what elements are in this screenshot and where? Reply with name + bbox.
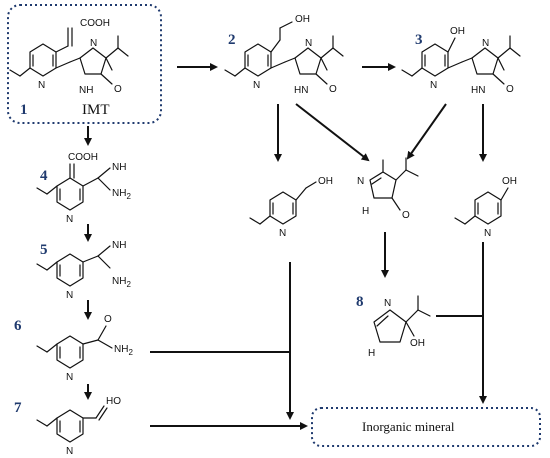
compound-5-nh2: NH2 [112, 276, 131, 289]
compound-6-n: N [66, 372, 73, 383]
inorganic-mineral-box [311, 407, 541, 447]
compound-8-hn: H [368, 348, 375, 359]
hydroxypyridine-structure [454, 187, 509, 225]
compound-3-structure [401, 35, 521, 85]
compound-8-n: N [384, 298, 391, 309]
inorganic-mineral-label: Inorganic mineral [362, 419, 455, 434]
compound-5-n: N [66, 290, 73, 301]
compound-3-nh: HN [471, 85, 485, 96]
compound-6-o: O [104, 314, 112, 325]
pyridinemethanol-oh: OH [318, 176, 333, 187]
compound-3-oh: OH [450, 26, 465, 37]
compound-2-n: N [253, 80, 260, 91]
compound-4-cooh: COOH [68, 152, 98, 163]
compound-2-o: O [329, 84, 337, 95]
compound-1-structure [9, 27, 129, 85]
compound-1-cooh: COOH [80, 18, 110, 29]
compound-3-number: 3 [415, 32, 423, 48]
compound-5-structure [36, 245, 111, 287]
compound-4-nh2: NH2 [112, 188, 131, 201]
compound-6-nh2: NH2 [114, 344, 133, 357]
compound-4-n: N [66, 214, 73, 225]
compound-4-structure [36, 163, 111, 211]
compound-6-structure [36, 325, 113, 369]
compound-3-n: N [430, 80, 437, 91]
arrow-3-to-imidazolone [406, 103, 447, 160]
compound-4-number: 4 [40, 168, 48, 184]
compound-5-number: 5 [40, 242, 48, 258]
compound-6-number: 6 [14, 318, 22, 334]
compound-1-n: N [38, 80, 45, 91]
hydroxypyridine-oh: OH [502, 176, 517, 187]
imt-box [7, 4, 162, 124]
compound-2-n2: N [305, 38, 312, 49]
compound-1-label: IMT [82, 102, 110, 118]
imidazolone-o: O [402, 210, 410, 221]
hydroxypyridine-n: N [484, 228, 491, 239]
arrow-2-to-imidazolone [295, 103, 370, 162]
compound-5-nh: NH [112, 240, 126, 251]
compound-1-n2: N [90, 38, 97, 49]
pyridinemethanol-n: N [279, 228, 286, 239]
compound-3-n2: N [482, 38, 489, 49]
compound-7-ho: HO [106, 396, 121, 407]
pyridinemethanol-structure [249, 181, 317, 225]
pathway-arrows [84, 63, 487, 430]
compound-8-oh: OH [410, 338, 425, 349]
compound-2-nh: HN [294, 85, 308, 96]
imidazolone-nh: H [362, 206, 369, 217]
compound-7-number: 7 [14, 400, 22, 416]
compound-2-oh: OH [295, 14, 310, 25]
compound-3-o: O [506, 84, 514, 95]
compound-1-number: 1 [20, 102, 28, 118]
imidazolone-n: N [357, 176, 364, 187]
imidazolone-structure [369, 157, 419, 211]
compound-8-number: 8 [356, 294, 364, 310]
compound-4-nh: NH [112, 162, 126, 173]
compound-1-o: O [114, 84, 122, 95]
compound-8-structure [373, 295, 431, 343]
compound-2-number: 2 [228, 32, 236, 48]
compound-7-structure [36, 405, 108, 443]
compound-1-nh: NH [79, 85, 93, 96]
compound-2-structure [224, 21, 344, 85]
compound-7-n: N [66, 446, 73, 457]
